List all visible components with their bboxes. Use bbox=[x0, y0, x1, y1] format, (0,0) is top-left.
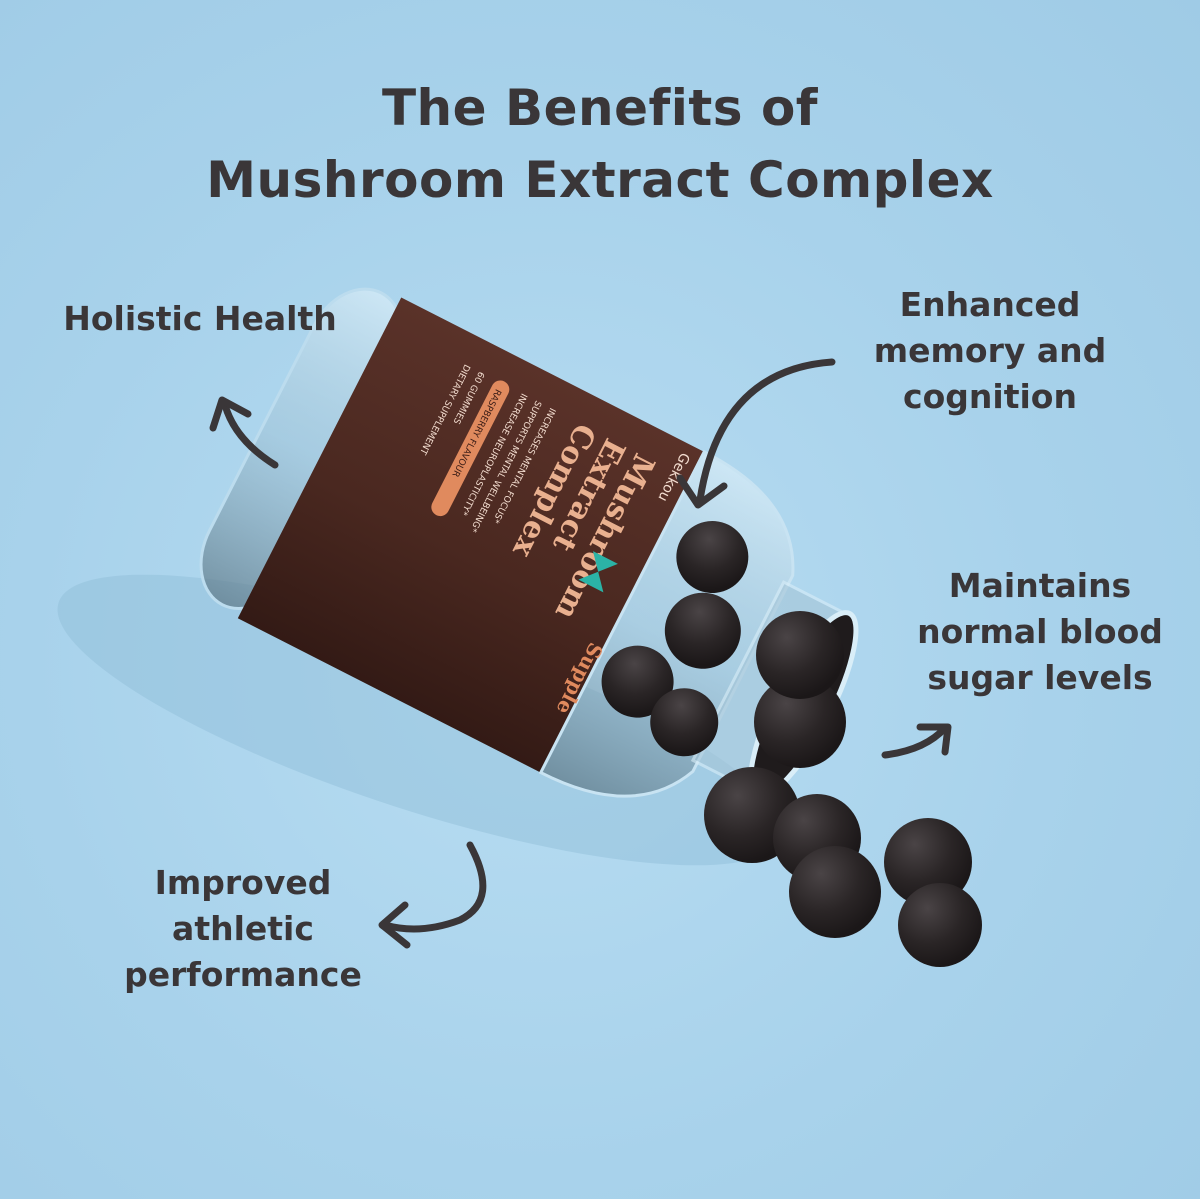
benefit-line: sugar levels bbox=[927, 658, 1153, 697]
page-title: The Benefits of Mushroom Extract Complex bbox=[0, 72, 1200, 216]
benefit-line: normal blood bbox=[917, 612, 1163, 651]
title-line-1: The Benefits of bbox=[381, 79, 819, 137]
benefit-line: Holistic Health bbox=[63, 299, 337, 338]
benefit-line: memory and bbox=[873, 331, 1107, 370]
curved-arrow-icon bbox=[881, 723, 952, 759]
benefit-line: Improved bbox=[154, 863, 332, 902]
curved-arrow-icon bbox=[676, 358, 836, 509]
benefit-line: Enhanced bbox=[899, 285, 1081, 324]
benefit-memory-cognition: Enhanced memory and cognition bbox=[840, 282, 1140, 420]
spilled-gummies bbox=[704, 611, 982, 967]
title-line-2: Mushroom Extract Complex bbox=[206, 151, 994, 209]
benefit-blood-sugar: Maintains normal blood sugar levels bbox=[880, 563, 1200, 701]
benefit-athletic-performance: Improved athletic performance bbox=[78, 860, 408, 998]
benefit-holistic-health: Holistic Health bbox=[40, 296, 360, 342]
curved-arrow-icon bbox=[209, 396, 279, 469]
benefit-line: cognition bbox=[903, 377, 1077, 416]
benefit-line: Maintains bbox=[948, 566, 1132, 605]
bottle-label bbox=[237, 297, 705, 773]
benefit-line: performance bbox=[124, 955, 362, 994]
curved-arrow-icon bbox=[378, 841, 487, 949]
benefit-line: athletic bbox=[172, 909, 314, 948]
